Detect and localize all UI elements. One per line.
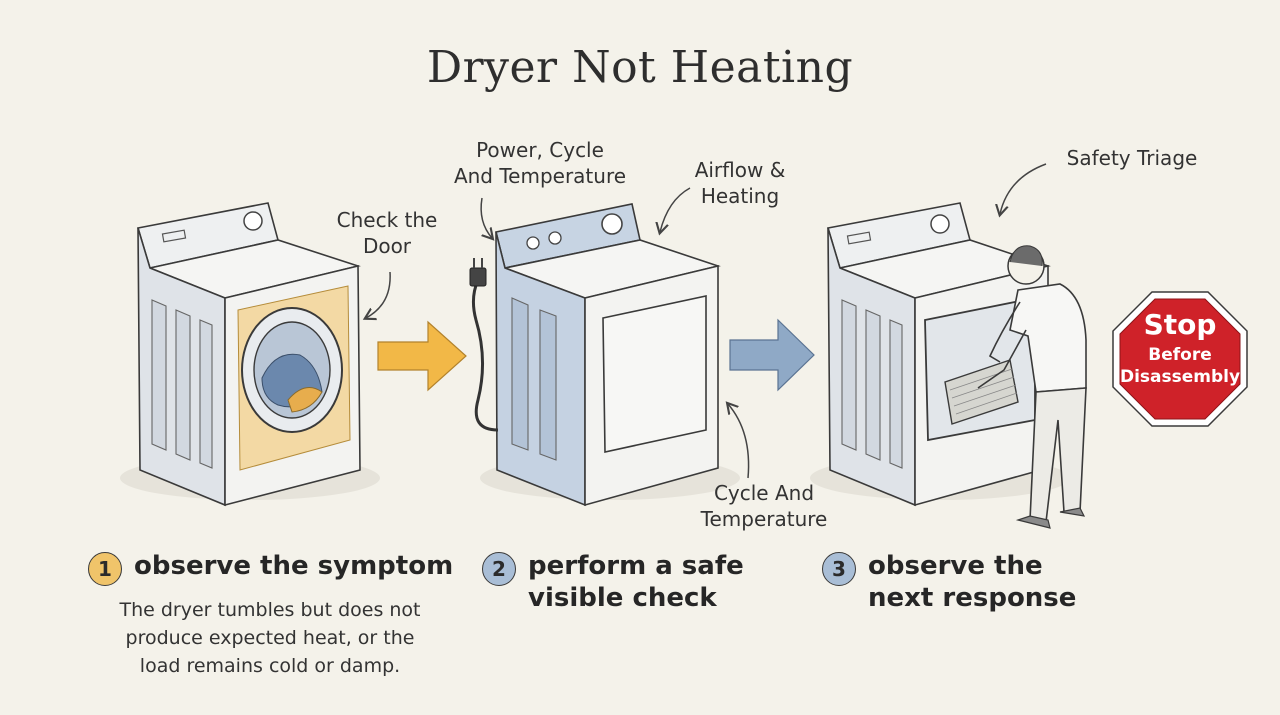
- step-2: 2 perform a safe visible check: [482, 550, 744, 614]
- step-1-description: The dryer tumbles but does not produce e…: [119, 599, 421, 677]
- callout-check-door: Check the Door: [336, 208, 438, 258]
- page-title: Dryer Not Heating: [426, 42, 854, 93]
- stop-sign-word: Stop: [1143, 308, 1217, 341]
- arrow-right-icon: [729, 318, 815, 392]
- arrow-right-icon: [377, 320, 467, 392]
- callout-arrows: [366, 163, 1047, 479]
- step-1: 1 observe the symptom: [88, 550, 453, 586]
- step-3: 3 observe the next response: [822, 550, 1076, 614]
- step-title: observe the next response: [868, 551, 1077, 613]
- callout-power-cycle: Power, Cycle And Temperature: [453, 138, 627, 188]
- step-title: observe the symptom: [134, 551, 454, 581]
- stop-sign-subtext: Before Disassembly: [1119, 345, 1241, 387]
- callout-cycle-temp: Cycle And Temperature: [700, 481, 828, 531]
- dryer-front-load-icon: [120, 202, 380, 507]
- step-number-badge: 2: [482, 552, 516, 586]
- person-icon: [977, 245, 1087, 529]
- callout-airflow: Airflow & Heating: [694, 158, 786, 208]
- step-title: perform a safe visible check: [528, 551, 744, 613]
- step-number-badge: 1: [88, 552, 122, 586]
- dryer-power-cord-icon: [469, 203, 740, 507]
- step-number-badge: 3: [822, 552, 856, 586]
- callout-safety-triage: Safety Triage: [1066, 146, 1198, 170]
